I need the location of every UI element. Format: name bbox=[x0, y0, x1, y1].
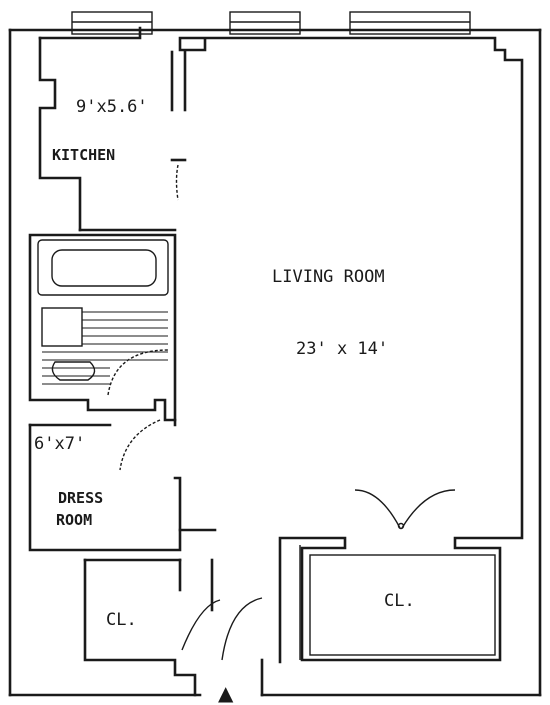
dress-room-label-line2: ROOM bbox=[56, 511, 92, 529]
windows bbox=[71, 11, 471, 35]
left-closet-label: CL. bbox=[106, 610, 137, 630]
entry-arrow-icon: ▲ bbox=[218, 681, 234, 705]
door-swings bbox=[107, 164, 456, 661]
bath-dimensions: 6'x7' bbox=[34, 434, 85, 454]
bathtub bbox=[37, 239, 169, 296]
kitchen-dimensions: 9'x5.6' bbox=[76, 97, 148, 117]
right-closet-label: CL. bbox=[384, 591, 415, 611]
living-room-dimensions: 23' x 14' bbox=[296, 339, 388, 359]
kitchen-label: KITCHEN bbox=[52, 146, 115, 164]
outer-walls bbox=[8, 28, 542, 697]
living-room-label: LIVING ROOM bbox=[272, 267, 385, 287]
bath-hatching bbox=[41, 307, 168, 385]
dress-room-label-line1: DRESS bbox=[58, 489, 103, 507]
toilet bbox=[51, 361, 96, 381]
interior-walls bbox=[28, 26, 524, 697]
